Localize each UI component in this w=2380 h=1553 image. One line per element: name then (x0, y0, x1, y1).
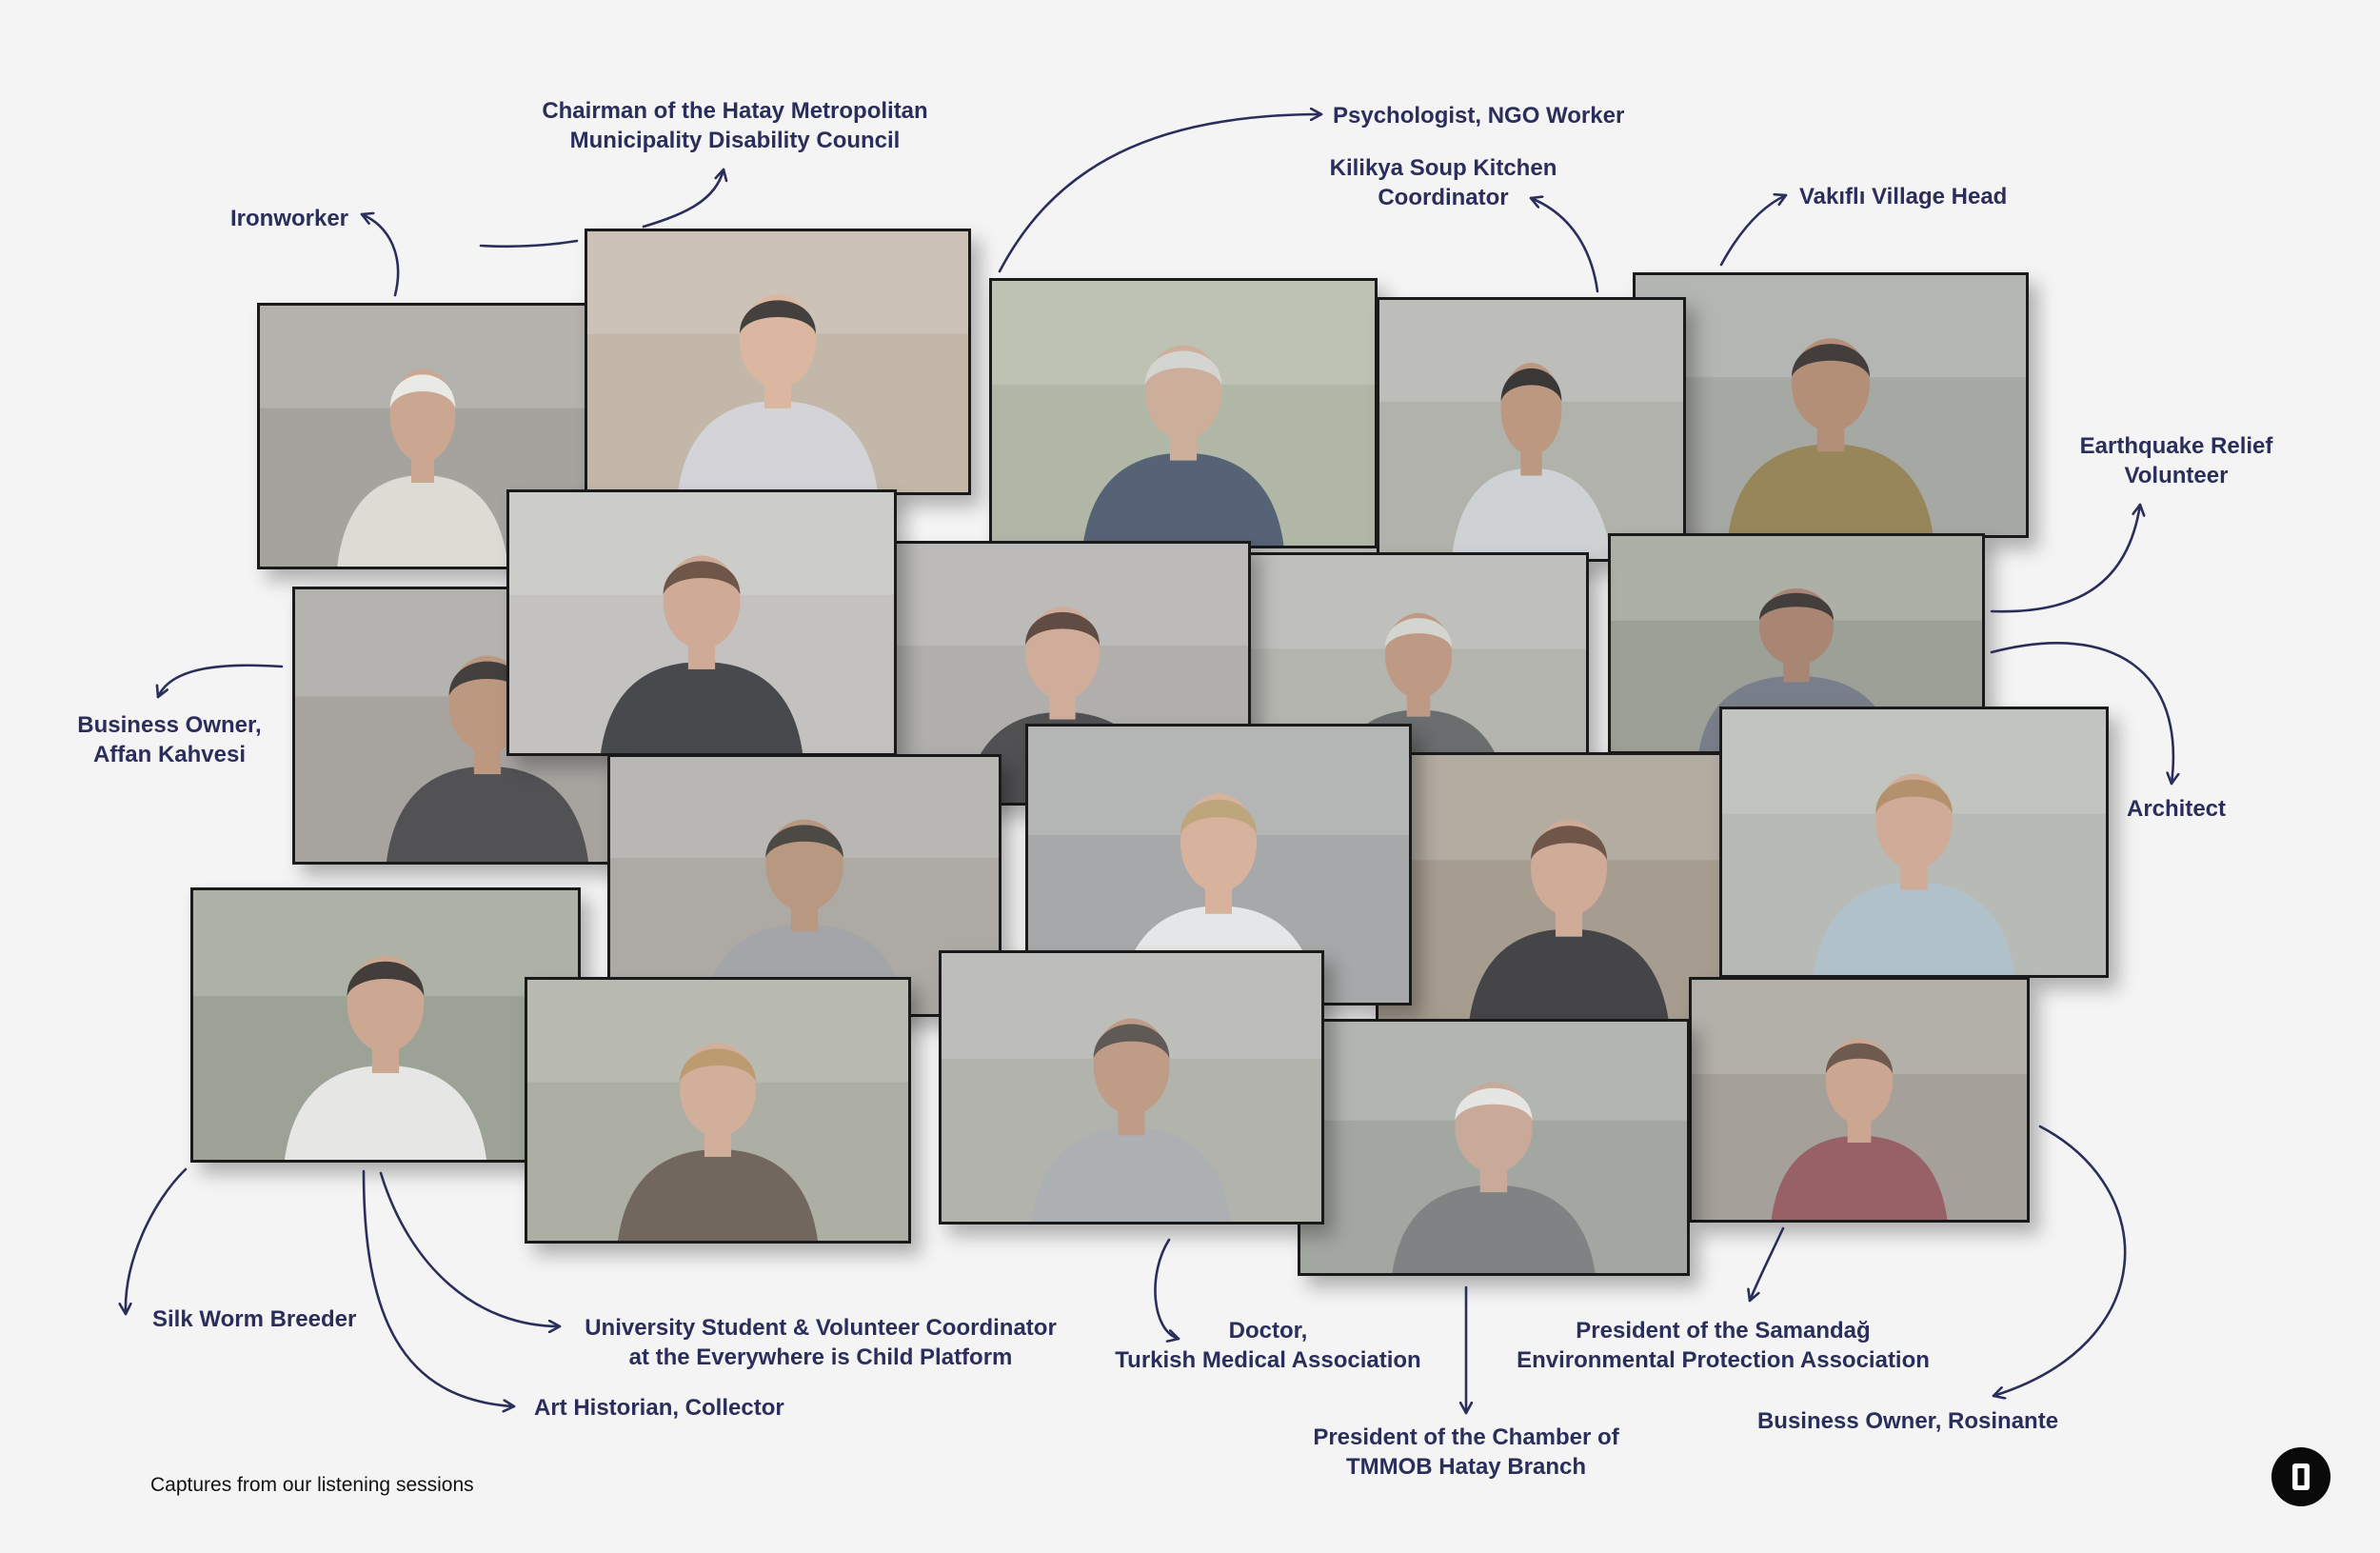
label-earthquake-relief-volunteer: Earthquake Relief Volunteer (2079, 433, 2273, 488)
photo-man-grey-polo-image (610, 757, 999, 1014)
label-president-samandag-association: President of the Samandağ Environmental … (1517, 1318, 1930, 1373)
label-architect: Architect (2126, 796, 2227, 822)
label-business-owner-rosinante: Business Owner, Rosinante (1756, 1408, 2059, 1434)
arrow-chairman (642, 168, 724, 229)
photo-kilikya-soup-kitchen-coordinator-image (1379, 300, 1683, 559)
arrow-art (362, 1169, 516, 1406)
photo-psychologist-ngo-worker-image (992, 281, 1375, 546)
arrow-ironworker-line (479, 239, 579, 249)
photo-chairman-disability-council (585, 229, 971, 495)
photo-chairman-disability-council-image (587, 231, 968, 492)
photo-art-historian-collector-image (527, 980, 908, 1241)
photo-business-owner-rosinante (1689, 977, 2030, 1223)
caption: Captures from our listening sessions (150, 1474, 474, 1496)
photo-kilikya-soup-kitchen-coordinator (1377, 297, 1686, 562)
photo-business-owner-rosinante-image (1692, 980, 2027, 1220)
photo-tmmob-chamber-president-image (1300, 1022, 1687, 1273)
brand-logo-icon[interactable] (2271, 1447, 2330, 1506)
photo-doctor-turkish-medical-association-image (942, 953, 1321, 1222)
photo-tmmob-chamber-president (1298, 1019, 1690, 1276)
photo-vakifli-village-head (1633, 272, 2029, 538)
photo-art-historian-collector (525, 977, 911, 1244)
photo-silk-worm-breeder (190, 887, 581, 1163)
label-silk-worm-breeder: Silk Worm Breeder (152, 1306, 357, 1332)
photo-university-students (506, 489, 897, 756)
label-kilikya-soup-kitchen-coordinator: Kilikya Soup Kitchen Coordinator (1329, 155, 1557, 210)
label-ironworker: Ironworker (229, 206, 349, 231)
arrow-samandag (1750, 1226, 1785, 1303)
photo-silk-worm-breeder-image (193, 890, 578, 1160)
photo-doctor-turkish-medical-association (939, 950, 1324, 1224)
label-art-historian-collector: Art Historian, Collector (534, 1395, 784, 1421)
label-doctor-turkish-medical-association: Doctor, Turkish Medical Association (1115, 1318, 1421, 1373)
arrow-silk (126, 1167, 188, 1316)
label-psychologist-ngo-worker: Psychologist, NGO Worker (1333, 103, 1625, 129)
photo-vakifli-village-head-image (1636, 275, 2026, 535)
label-business-owner-affan-kahvesi: Business Owner, Affan Kahvesi (77, 712, 262, 767)
photo-young-woman-workshop (1376, 752, 1762, 1025)
photo-man-grey-polo (607, 754, 1002, 1017)
photo-university-students-image (509, 492, 894, 753)
label-president-tmmob-hatay: President of the Chamber of TMMOB Hatay … (1313, 1424, 1619, 1480)
label-vakifli-village-head: Vakıflı Village Head (1799, 184, 2008, 209)
arrow-psychologist (998, 114, 1323, 273)
arrow-ironworker (360, 214, 400, 297)
arrow-vakifli (1719, 195, 1788, 267)
photo-architect-image (1722, 709, 2106, 975)
label-chairman-disability-council: Chairman of the Hatay Metropolitan Munic… (542, 98, 928, 153)
photo-psychologist-ngo-worker (989, 278, 1378, 548)
label-university-student-volunteer-coordinator: University Student & Volunteer Coordinat… (585, 1315, 1057, 1370)
photo-young-woman-workshop-image (1378, 755, 1759, 1023)
arrow-business-affan (158, 664, 284, 699)
photo-architect (1719, 707, 2109, 978)
